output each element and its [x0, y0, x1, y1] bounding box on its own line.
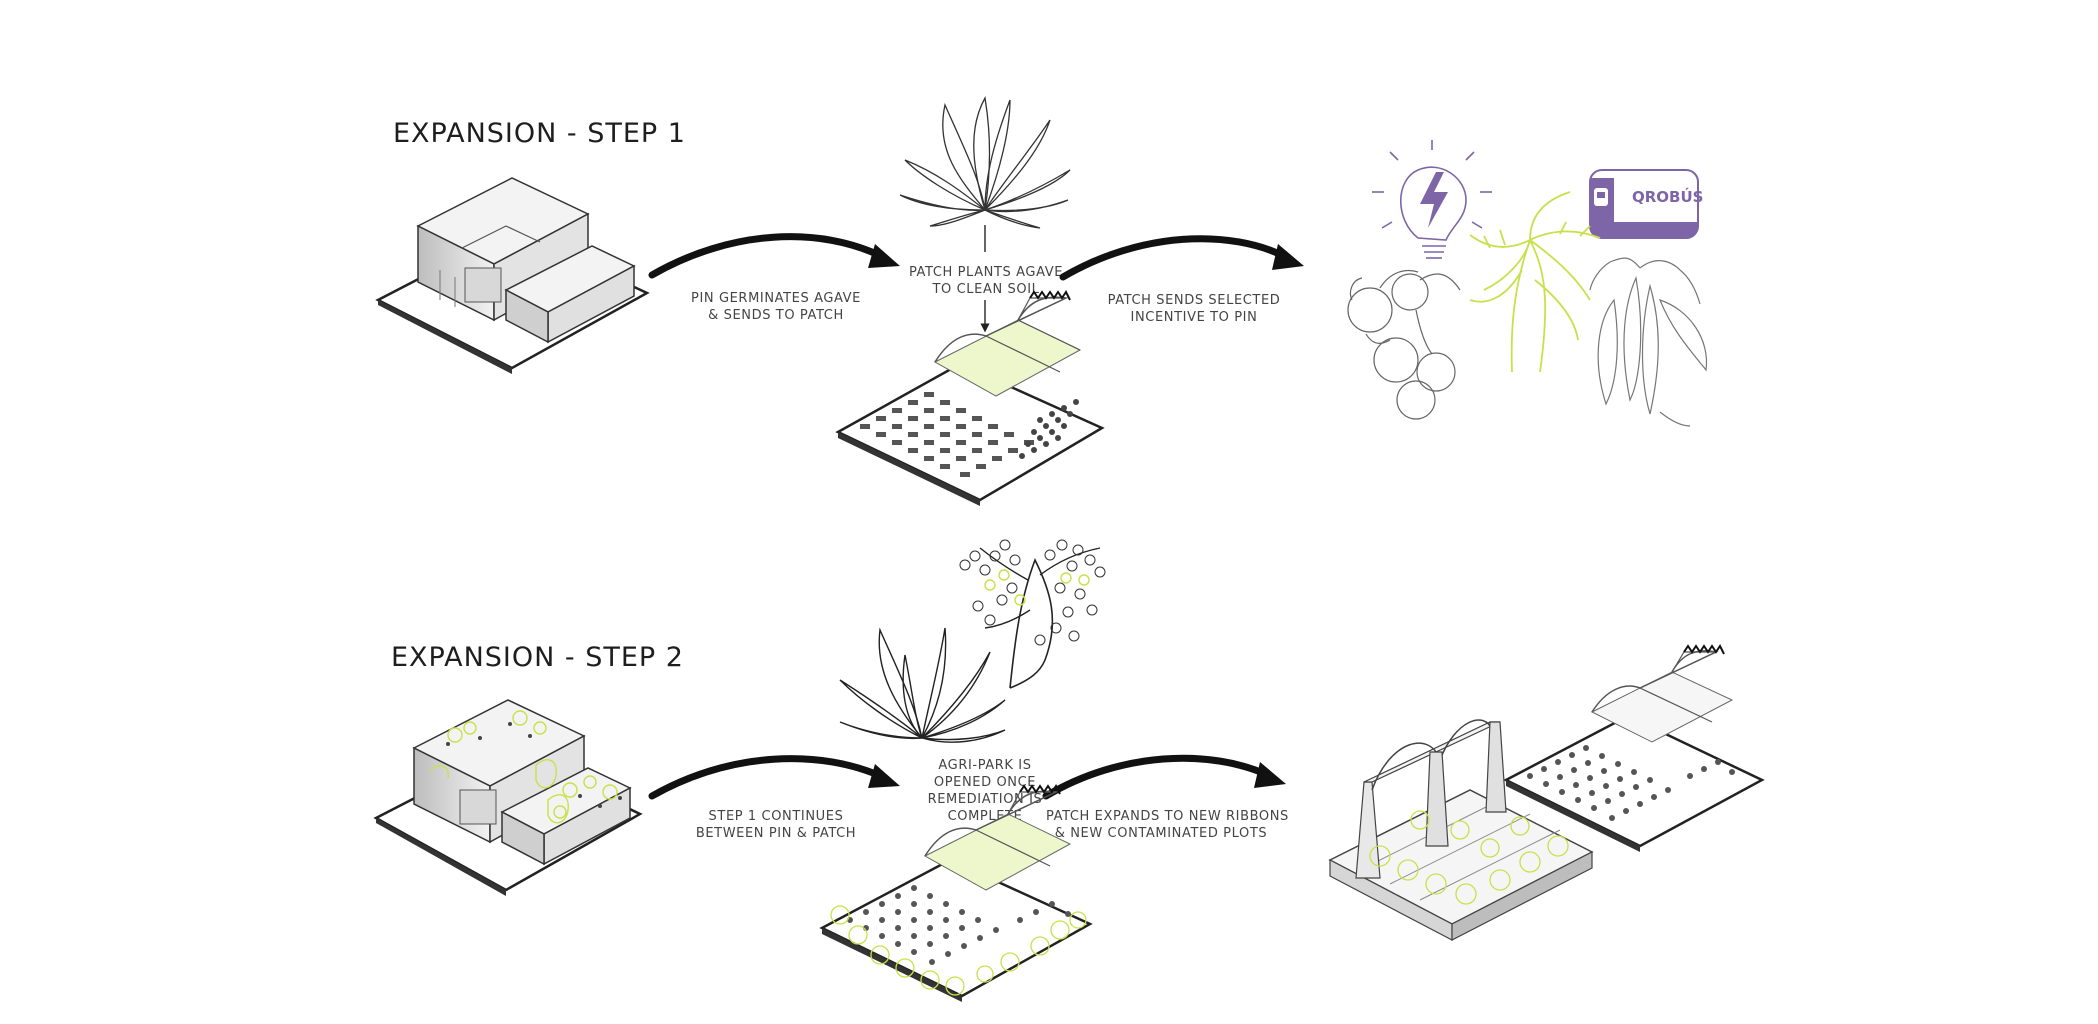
- lightbulb-icon: [1372, 140, 1492, 259]
- label-line: OPENED ONCE: [933, 775, 1037, 790]
- qrobus-bus-icon: QROBÚS: [1589, 169, 1703, 239]
- label-line: AGRI-PARK IS: [938, 758, 1032, 773]
- label-line: INCENTIVE TO PIN: [1130, 310, 1258, 325]
- label-pin-germinates: PIN GERMINATES AGAVE & SENDS TO PATCH: [686, 290, 866, 324]
- arrow-head: [1254, 762, 1286, 788]
- arrow-patch-to-pin-1: [1059, 235, 1292, 281]
- step-1-title: EXPANSION - STEP 1: [393, 118, 686, 149]
- arrow-patch-to-plots-2: [1042, 754, 1274, 800]
- contaminated-plot: [1503, 644, 1765, 852]
- patch-plot-step1: [835, 290, 1105, 506]
- tomato-plant-icon: [1347, 269, 1461, 420]
- pin-building-step2: [373, 699, 643, 896]
- label-line: PATCH PLANTS AGAVE: [908, 265, 1064, 280]
- label-patch-expands: PATCH EXPANDS TO NEW RIBBONS & NEW CONTA…: [1046, 808, 1289, 842]
- arrow-pin-to-patch-2: [648, 755, 889, 800]
- arrow-head: [868, 764, 900, 788]
- green-herb-icon: [1469, 191, 1601, 373]
- qrobus-label: QROBÚS: [1632, 187, 1703, 206]
- tree-branch-icon: [959, 539, 1106, 689]
- label-patch-plants-agave: PATCH PLANTS AGAVE TO CLEAN SOIL: [902, 264, 1070, 298]
- arrow-head: [868, 244, 900, 268]
- agave-plant-icon: [839, 627, 1006, 743]
- label-line: TO CLEAN SOIL: [932, 282, 1040, 297]
- arrow-head: [1272, 244, 1304, 270]
- label-line: & NEW CONTAMINATED PLOTS: [1054, 826, 1268, 841]
- label-line: STEP 1 CONTINUES: [708, 809, 844, 824]
- arrow-pin-to-patch-1: [648, 233, 889, 279]
- label-line: PIN GERMINATES AGAVE: [691, 291, 861, 306]
- patch-plot-step2: [819, 784, 1093, 1002]
- label-line: PATCH EXPANDS TO NEW RIBBONS: [1046, 809, 1289, 824]
- aqueduct-ribbon: [1328, 719, 1594, 941]
- label-line: BETWEEN PIN & PATCH: [695, 826, 857, 841]
- label-patch-sends-incentive: PATCH SENDS SELECTED INCENTIVE TO PIN: [1102, 292, 1286, 326]
- step-2-title: EXPANSION - STEP 2: [391, 642, 684, 673]
- label-line: PATCH SENDS SELECTED: [1107, 293, 1281, 308]
- agave-plant-icon: [899, 96, 1071, 229]
- pin-building-step1: [375, 177, 650, 374]
- label-line: & SENDS TO PATCH: [708, 308, 844, 323]
- pepper-plant-icon: [1589, 257, 1708, 427]
- label-step-1-continues: STEP 1 CONTINUES BETWEEN PIN & PATCH: [686, 808, 866, 842]
